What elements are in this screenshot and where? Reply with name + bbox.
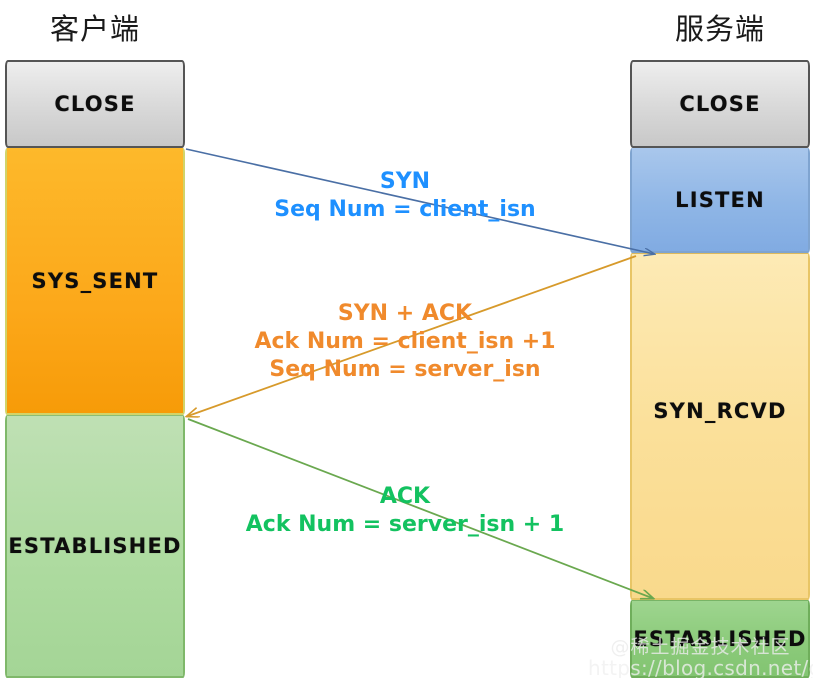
server-state-column: CLOSE LISTEN SYN_RCVD ESTABLISHED <box>630 60 810 678</box>
ack-message-label: ACK Ack Num = server_isn + 1 <box>225 483 585 539</box>
syn-ack-message-line-1: Ack Num = client_isn +1 <box>254 329 556 355</box>
client-state-established-label: ESTABLISHED <box>8 534 182 558</box>
client-state-close: CLOSE <box>5 60 185 148</box>
client-state-column: CLOSE SYS_SENT ESTABLISHED <box>5 60 185 678</box>
syn-message-label: SYN Seq Num = client_isn <box>225 168 585 224</box>
ack-message-line-1: Ack Num = server_isn + 1 <box>245 512 565 538</box>
server-state-established-label: ESTABLISHED <box>633 626 807 651</box>
client-state-established: ESTABLISHED <box>5 415 185 678</box>
ack-message-head: ACK <box>379 484 431 509</box>
client-state-sys-sent: SYS_SENT <box>5 148 185 415</box>
syn-ack-message-line-2: Seq Num = server_isn <box>269 357 541 383</box>
syn-message-head: SYN <box>379 169 431 194</box>
server-column-title: 服务端 <box>674 12 765 46</box>
client-column-title: 客户端 <box>49 12 140 46</box>
syn-ack-message-head: SYN + ACK <box>337 301 473 326</box>
server-state-listen-label: LISTEN <box>675 187 765 212</box>
server-state-close: CLOSE <box>630 60 810 148</box>
server-state-established: ESTABLISHED <box>630 600 810 678</box>
client-state-close-label: CLOSE <box>54 92 136 116</box>
server-state-listen: LISTEN <box>630 148 810 253</box>
server-state-syn-rcvd: SYN_RCVD <box>630 253 810 600</box>
server-state-syn-rcvd-label: SYN_RCVD <box>653 399 787 423</box>
syn-ack-message-label: SYN + ACK Ack Num = client_isn +1 Seq Nu… <box>215 300 595 384</box>
syn-message-line-1: Seq Num = client_isn <box>274 197 536 223</box>
server-state-close-label: CLOSE <box>679 92 761 116</box>
client-state-sys-sent-label: SYS_SENT <box>31 268 159 293</box>
